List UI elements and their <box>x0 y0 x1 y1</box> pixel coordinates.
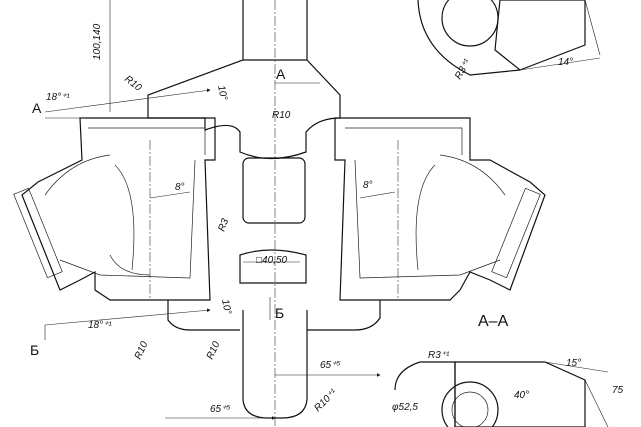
section-b-left-label: Б <box>30 342 39 358</box>
section-b-right-label: Б <box>275 305 284 321</box>
right-housing <box>334 117 546 301</box>
phi-52-5-label: φ52,5 <box>392 402 418 413</box>
dimension-lines <box>44 0 396 420</box>
square-40-50-label: □40,50 <box>256 255 288 266</box>
angle-14-detail-label: 14° <box>558 57 573 68</box>
dim-65-left-label: 65⁺⁵ <box>210 404 231 415</box>
angle-10-bottom-label: 10° <box>219 298 233 315</box>
central-shaft <box>147 0 341 427</box>
r3-detail-bottom-label: R3⁺¹ <box>428 350 450 361</box>
angle-18-bottom-label: 18°⁺¹ <box>88 320 112 331</box>
dim-100-140-label: 100,140 <box>92 23 103 60</box>
r3-center-label: R3 <box>216 217 231 233</box>
angle-8-left-label: 8° <box>175 182 185 193</box>
r10-bottom-center-label: R10⁺¹ <box>312 387 339 414</box>
section-a-right-label: А <box>276 66 286 82</box>
r3-detail-top-label: R3⁺¹ <box>453 57 474 82</box>
section-a-a-view <box>394 361 609 427</box>
lower-stems <box>167 300 381 331</box>
section-a-left-label: А <box>32 100 42 116</box>
angle-40-detail-label: 40° <box>514 390 529 401</box>
section-a-a-title: А–А <box>478 313 509 330</box>
angle-8-right-label: 8° <box>363 180 373 191</box>
left-housing <box>13 117 216 301</box>
r10-top-label: R10 <box>122 74 144 94</box>
angle-18-top-label: 18°⁺¹ <box>46 92 70 103</box>
angle-15-detail-label: 15° <box>566 358 581 369</box>
square-section <box>242 157 306 224</box>
dim-75-label: 75 <box>612 385 624 396</box>
angle-10-top-label: 10° <box>215 84 229 101</box>
r10-bottom-mid-label: R10 <box>205 340 223 362</box>
detail-top-right <box>417 0 601 76</box>
r10-mid-label: R10 <box>272 110 291 121</box>
r10-bottom-left-label: R10 <box>133 340 151 362</box>
dim-65-right-label: 65⁺⁵ <box>320 360 341 371</box>
